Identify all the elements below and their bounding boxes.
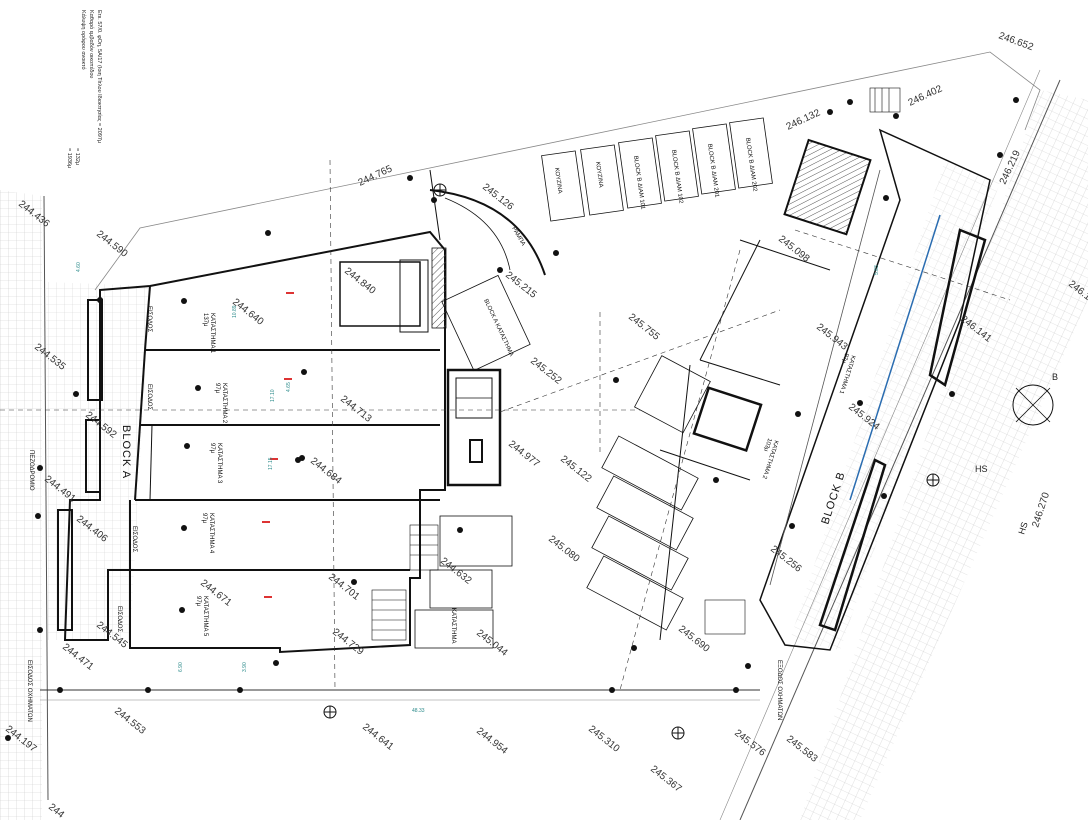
- dim-7: 5.83: [874, 265, 880, 275]
- elev-18: 244.954: [474, 726, 510, 757]
- elev-38: 244.701: [326, 572, 362, 603]
- loading-label-a: BLOCK A ΚΑΤΑΣΤΗΜΑ: [482, 298, 514, 357]
- parking-label-2: ΚΟΥΖΙΝΑ: [594, 161, 604, 188]
- entrance-label-4: ΕΙΣΟΔΟΣ: [131, 526, 137, 552]
- sidewalk-strip-right: [790, 160, 1000, 650]
- hs-label-2: HS: [1016, 521, 1029, 536]
- elev-45: 244: [46, 802, 66, 820]
- dim-6: 3.90: [242, 662, 248, 672]
- block-b-core: [783, 138, 872, 236]
- elev-39: 245.080: [546, 534, 582, 565]
- block-a-label: BLOCK A: [120, 425, 132, 479]
- elev-1: 246.402: [907, 83, 945, 108]
- plot-boundary: [94, 51, 1041, 291]
- road-right: [739, 79, 1061, 820]
- ramp: [429, 189, 546, 276]
- survey-points: [5, 97, 1019, 741]
- elev-31: 245.122: [558, 454, 594, 485]
- block-b-outline: [759, 128, 991, 651]
- elev-33: 245.755: [626, 312, 662, 343]
- elev-20: 245.367: [648, 764, 684, 795]
- elev-32: 245.252: [528, 356, 564, 387]
- entrance-label-2: ΕΙΣΟΔΟΣ: [146, 384, 152, 410]
- parking-row-block-b: [586, 355, 711, 631]
- elev-15: 244.553: [112, 706, 148, 737]
- sidewalk-left: [0, 190, 42, 820]
- elev-43: 245.690: [676, 624, 712, 655]
- parking-row-block-a: [414, 274, 531, 649]
- elev-26: 244.840: [342, 266, 378, 297]
- entrance-label-5: ΕΙΣΟΔΟΣ: [116, 606, 122, 632]
- shop-a4-area: 97μ: [201, 513, 207, 524]
- elev-5: 246.270: [1030, 491, 1052, 529]
- parking-label-6: BLOCK B ΔΙΑΜ 202: [744, 137, 758, 192]
- elev-34: 245.098: [776, 234, 812, 265]
- note-4: = 132μ: [74, 148, 80, 165]
- parking-row-top: [541, 117, 773, 222]
- shop-b2-area: 103μ: [762, 437, 772, 452]
- dim-0: 4.60: [76, 262, 82, 272]
- level-markers: [323, 183, 940, 740]
- sidewalk-label: ΠΕΖΟΔΡΟΜΙΟ: [28, 450, 34, 491]
- shop-a4-name: ΚΑΤΑΣΤΗΜΑ 4: [208, 513, 214, 554]
- elev-23: 244.765: [357, 163, 395, 188]
- dim-4: 17.15: [268, 457, 274, 470]
- parking-a-label: ΚΑΤΑΣΤΗΜΑ: [450, 608, 456, 644]
- parking-label-5: BLOCK B ΔΙΑΜ 201: [706, 143, 720, 198]
- shop-a5-area: 97μ: [195, 596, 201, 607]
- note-3: Κάλυψη ορόφου ανοικτό: [80, 10, 87, 70]
- elev-19: 245.310: [586, 724, 622, 755]
- vehicle-entrance-left: ΕΙΣΟΔΟΣ ΟΧΗΜΑΤΩΝ: [26, 660, 32, 722]
- block-b-facade: [928, 228, 987, 387]
- elev-14: 244.471: [60, 642, 96, 673]
- elev-42: 245.044: [474, 628, 510, 659]
- note-1: Ετιι. 57/0. φΟη, 5Α/17 (Ιοιη Τίτλου Ιδιο…: [96, 10, 102, 143]
- note-5: = 1936μ: [66, 148, 72, 168]
- note-2: Καθαρό εμβαδόν οικοπέδου: [88, 10, 95, 78]
- sidewalk-right: [800, 90, 1088, 820]
- dim-3: 4.65: [286, 382, 292, 392]
- elev-2: 246.132: [785, 107, 823, 132]
- north-label: B: [1052, 372, 1058, 382]
- elev-24: 245.126: [480, 182, 516, 213]
- elev-29: 244.684: [308, 456, 344, 487]
- parking-label-1: ΚΟΥΖΙΝΑ: [553, 167, 563, 194]
- elev-35: 245.943: [814, 322, 850, 353]
- shop-a3-area: 97μ: [209, 443, 215, 454]
- elev-41: 244.729: [330, 627, 366, 658]
- elev-25: 245.215: [503, 270, 539, 301]
- shop-a2-area: 97μ: [214, 383, 220, 394]
- dim-5: 48.33: [412, 708, 425, 714]
- dim-2: 17.10: [270, 389, 276, 402]
- shop-a5-name: ΚΑΤΑΣΤΗΜΑ 5: [202, 596, 208, 637]
- vehicle-exit-right: ΕΞΟΔΟΣ ΟΧΗΜΑΤΩΝ: [776, 660, 782, 720]
- block-a-outline: [63, 230, 446, 654]
- elev-8: 244.590: [94, 229, 130, 260]
- entrance-label-1: ΕΙΣΟΔΟΣ: [146, 306, 152, 332]
- shop-a2-name: ΚΑΤΑΣΤΗΜΑ 2: [221, 383, 227, 424]
- elev-17: 244.641: [360, 722, 396, 753]
- dim-1: 10.89: [232, 305, 238, 318]
- north-arrow-icon: [1012, 384, 1054, 426]
- shop-a3-name: ΚΑΤΑΣΤΗΜΑ 3: [216, 443, 222, 484]
- elev-30: 244.977: [506, 439, 542, 470]
- elev-0: 246.652: [997, 30, 1035, 53]
- elev-21: 245.576: [732, 728, 768, 759]
- shop-b1-area: 97μ: [840, 352, 849, 364]
- shop-a1-name: ΚΑΤΑΣΤΗΜΑ 1: [209, 313, 215, 354]
- sidewalk-strip-left: [46, 282, 150, 640]
- elev-28: 244.713: [338, 394, 374, 425]
- hs-label-1: HS: [975, 464, 988, 474]
- dim-9: 6.90: [178, 662, 184, 672]
- dimension-labels: 10.89 17.10 4.65 17.15 48.33 3.90 5.83 4…: [76, 262, 880, 714]
- parking-label-3: BLOCK B ΔΙΑΜ 101: [632, 155, 646, 210]
- red-markers: [262, 292, 294, 598]
- elev-22: 245.583: [784, 734, 820, 765]
- parking-label-4: BLOCK B ΔΙΑΜ 102: [670, 149, 684, 204]
- elev-37: 244.632: [438, 556, 474, 587]
- boundary-left: [43, 195, 49, 801]
- shop-a1-area: 137μ: [202, 313, 208, 327]
